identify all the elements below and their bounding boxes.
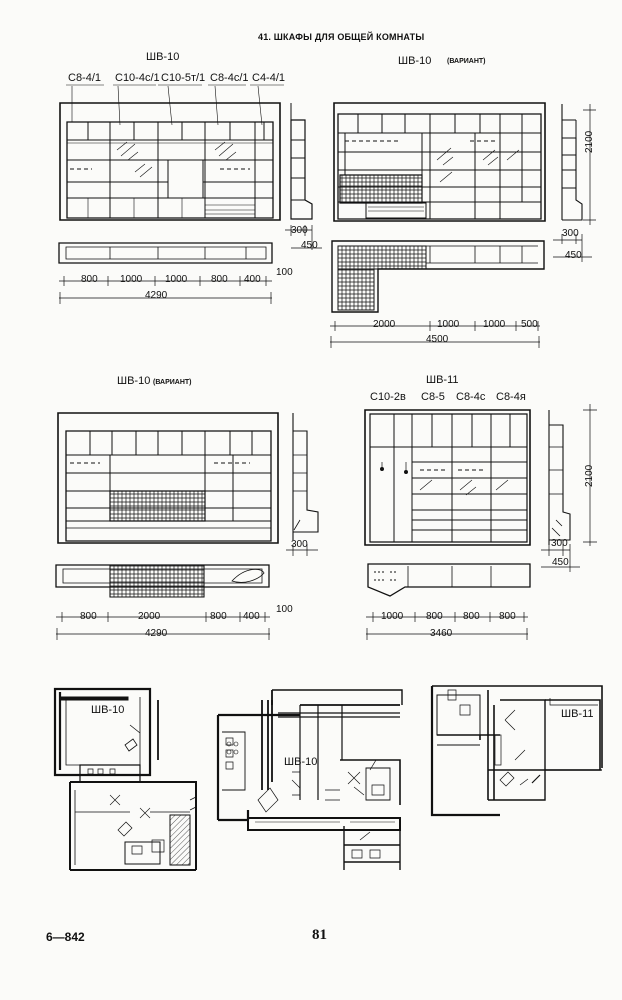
fig1-module-4: С8-4с/1 — [210, 72, 249, 84]
apartment-plan-1 — [55, 689, 196, 870]
fig4-elevation — [365, 410, 530, 545]
fig1-total: 4290 — [145, 290, 168, 301]
page-number: 81 — [312, 927, 327, 943]
fig4-module-1: С10-2в — [370, 391, 406, 403]
apartment-plan-3 — [432, 686, 602, 815]
fig1-section-depth-2: 450 — [301, 240, 318, 251]
fig2-name: ШВ-10 — [398, 55, 432, 67]
fig4-dim-3: 800 — [463, 611, 480, 622]
fig4-dim-4: 800 — [499, 611, 516, 622]
fig2-section-depth-2: 450 — [565, 250, 582, 261]
fig1-dim-2: 1000 — [120, 274, 143, 285]
fig1-dim-4: 800 — [211, 274, 228, 285]
fig4-section-depth-1: 300 — [551, 538, 568, 549]
fig1-section-depth-1: 300 — [291, 225, 308, 236]
fig1-side-section — [285, 103, 322, 250]
fig3-section-depth: 300 — [291, 539, 308, 550]
fig4-plan — [366, 564, 530, 640]
fig1-module-3: С10-5т/1 — [161, 72, 206, 84]
fig3-dim-2: 2000 — [138, 611, 161, 622]
fig3-plan — [56, 565, 270, 640]
fig1-elevation — [60, 85, 284, 220]
fig2-variant: (ВАРИАНТ) — [447, 58, 486, 65]
fig2-plan — [330, 241, 544, 348]
fig2-side-section — [553, 104, 596, 262]
signature-mark: 6—842 — [46, 930, 85, 944]
fig3-side-depth: 100 — [276, 604, 293, 615]
fig1-module-2: С10-4с/1 — [115, 72, 160, 84]
fig2-section-depth-1: 300 — [562, 228, 579, 239]
fig1-dim-5: 400 — [244, 274, 261, 285]
fig3-dim-3: 800 — [210, 611, 227, 622]
plan-2-label: ШВ-10 — [284, 756, 318, 768]
fig2-total: 4500 — [426, 334, 449, 345]
fig4-name: ШВ-11 — [426, 374, 459, 386]
fig4-module-3: С8-4с — [456, 391, 486, 403]
fig4-side-section — [541, 404, 597, 572]
fig2-dim-3: 1000 — [483, 319, 506, 330]
fig2-dim-4: 500 — [521, 319, 538, 330]
fig1-dim-3: 1000 — [165, 274, 188, 285]
fig3-side-section — [286, 413, 318, 556]
fig1-module-5: С4-4/1 — [252, 72, 286, 84]
fig4-total: 3460 — [430, 628, 453, 639]
fig4-dim-1: 1000 — [381, 611, 404, 622]
fig1-dim-1: 800 — [81, 274, 98, 285]
fig4-module-2: С8-5 — [421, 391, 445, 403]
fig3-elevation — [58, 413, 278, 543]
fig3-dim-4: 400 — [243, 611, 260, 622]
fig3-dim-1: 800 — [80, 611, 97, 622]
fig3-name: ШВ-10 — [117, 375, 151, 387]
fig1-side-depth: 100 — [276, 267, 293, 278]
page-title: 41. ШКАФЫ ДЛЯ ОБЩЕЙ КОМНАТЫ — [258, 32, 425, 42]
fig3-total: 4290 — [145, 628, 168, 639]
fig4-section-depth-2: 450 — [552, 557, 569, 568]
fig1-module-1: С8-4/1 — [68, 72, 102, 84]
plan-1-label: ШВ-10 — [91, 704, 125, 716]
fig1-plan — [59, 243, 272, 304]
fig2-elevation — [334, 103, 545, 221]
fig2-dim-1: 2000 — [373, 319, 396, 330]
fig2-dim-2: 1000 — [437, 319, 460, 330]
fig1-name: ШВ-10 — [146, 51, 180, 63]
plan-3-label: ШВ-11 — [561, 708, 594, 720]
fig4-dim-2: 800 — [426, 611, 443, 622]
apartment-plan-2 — [218, 690, 402, 870]
fig3-variant: (ВАРИАНТ) — [153, 379, 192, 386]
fig4-module-4: С8-4я — [496, 391, 526, 403]
